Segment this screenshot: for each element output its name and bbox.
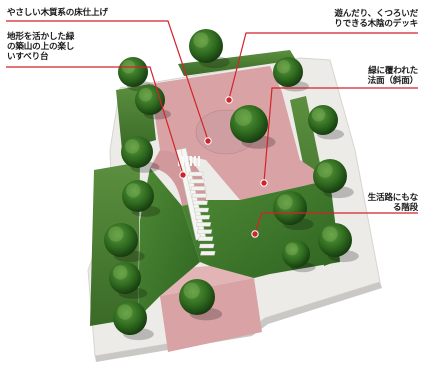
tree: [318, 223, 352, 257]
tree-highlight: [276, 60, 291, 74]
crossing-stripe: [194, 156, 196, 166]
tree: [104, 223, 138, 257]
tree-highlight: [113, 265, 128, 280]
hedge-top: [178, 50, 296, 76]
stair-step: [195, 222, 212, 227]
crossing-stripe: [182, 156, 184, 166]
stair-step: [194, 214, 211, 220]
stair-step: [196, 229, 213, 234]
tree-highlight: [322, 226, 338, 242]
crossing-stripe: [198, 156, 200, 166]
label-slope: 緑に覆われた 法面（斜面）: [367, 66, 419, 86]
tree: [118, 57, 148, 87]
tree: [121, 136, 153, 168]
stair-step: [189, 178, 205, 184]
label-floor-finish: やさしい木質系の床仕上げ: [7, 8, 108, 18]
tree-highlight: [277, 194, 293, 210]
callout-dot-slope: [260, 179, 268, 187]
stair-step: [199, 243, 215, 249]
tree: [113, 301, 147, 335]
callout-line-slide: [6, 66, 184, 175]
tree: [308, 105, 338, 135]
stairs: [188, 171, 216, 256]
tree: [122, 180, 154, 212]
callout-dot-floor: [204, 137, 212, 145]
callout-line-floor: [6, 20, 209, 141]
callout-line-deck: [228, 32, 418, 100]
lawn-central: [138, 168, 200, 318]
stair-step: [190, 186, 206, 191]
tree-highlight: [126, 183, 141, 198]
tree: [230, 105, 268, 143]
tree-highlight: [117, 304, 133, 320]
tree: [313, 159, 347, 193]
tree: [179, 279, 215, 315]
label-stairs: 生活路にもな る階段: [367, 193, 419, 213]
tree-highlight: [311, 108, 326, 122]
tree: [273, 57, 303, 87]
tree: [282, 240, 310, 268]
base-edge: [95, 282, 382, 362]
label-deck: 遊んだり、くつろいだ りできる木陰のデッキ: [334, 9, 418, 29]
tree-highlight: [108, 226, 124, 242]
trees: [104, 29, 359, 341]
stair-step: [188, 171, 204, 177]
callout-line-stairs: [254, 212, 418, 234]
callout-dot-stairs: [251, 230, 259, 238]
label-slide: 地形を活かした緑 の築山の上の楽し いすべり台: [7, 32, 75, 62]
crossing-stripe: [190, 156, 192, 166]
tree: [273, 191, 307, 225]
stair-step: [193, 207, 210, 213]
tree-highlight: [125, 139, 140, 154]
tree: [189, 29, 223, 63]
tree-highlight: [234, 108, 252, 126]
tree-highlight: [285, 242, 299, 256]
crossing-stripe: [186, 156, 188, 166]
tree-highlight: [317, 162, 333, 178]
tree-highlight: [193, 32, 209, 48]
stair-step: [191, 193, 207, 198]
tree-highlight: [138, 88, 153, 102]
callout-dot-slide: [179, 171, 187, 179]
stair-step: [200, 250, 216, 256]
tree-highlight: [183, 282, 200, 299]
stair-step: [192, 200, 208, 206]
callout-dot-deck: [225, 96, 233, 104]
tree: [109, 262, 141, 294]
stair-step: [197, 236, 214, 242]
callout-line-slope: [263, 87, 418, 183]
